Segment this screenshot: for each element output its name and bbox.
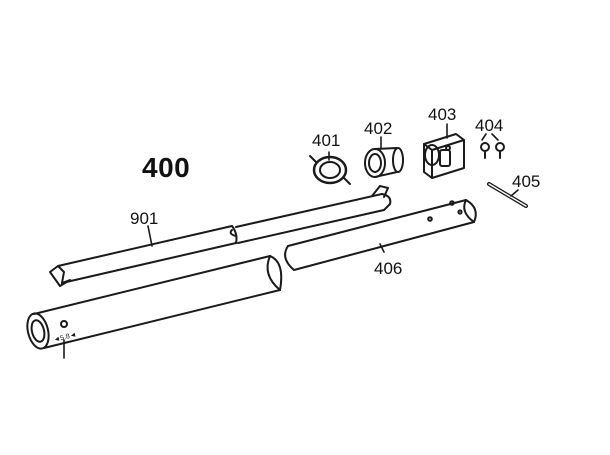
callout-405: 405 xyxy=(512,172,541,191)
leader-lines xyxy=(63,123,519,359)
leader-901 xyxy=(147,225,153,247)
callout-404: 404 xyxy=(475,116,504,135)
part-402-collar xyxy=(364,147,404,178)
callout-401: 401 xyxy=(312,131,341,150)
part-406-tube xyxy=(26,199,477,350)
callout-402: 402 xyxy=(364,119,393,138)
assembly-number: 400 xyxy=(142,152,191,183)
callout-901: 901 xyxy=(130,209,159,228)
callout-403: 403 xyxy=(428,105,457,124)
part-404-screws xyxy=(480,142,505,159)
leader-404a xyxy=(481,133,487,141)
leader-406 xyxy=(379,243,385,253)
part-401-clamp-ring xyxy=(309,155,351,185)
callout-406: 406 xyxy=(374,259,403,278)
part-403-housing xyxy=(423,133,465,179)
leader-404b xyxy=(491,133,499,141)
part-901-split-tube xyxy=(49,185,392,287)
leader-405 xyxy=(510,189,519,197)
part-405-pin xyxy=(487,182,528,208)
